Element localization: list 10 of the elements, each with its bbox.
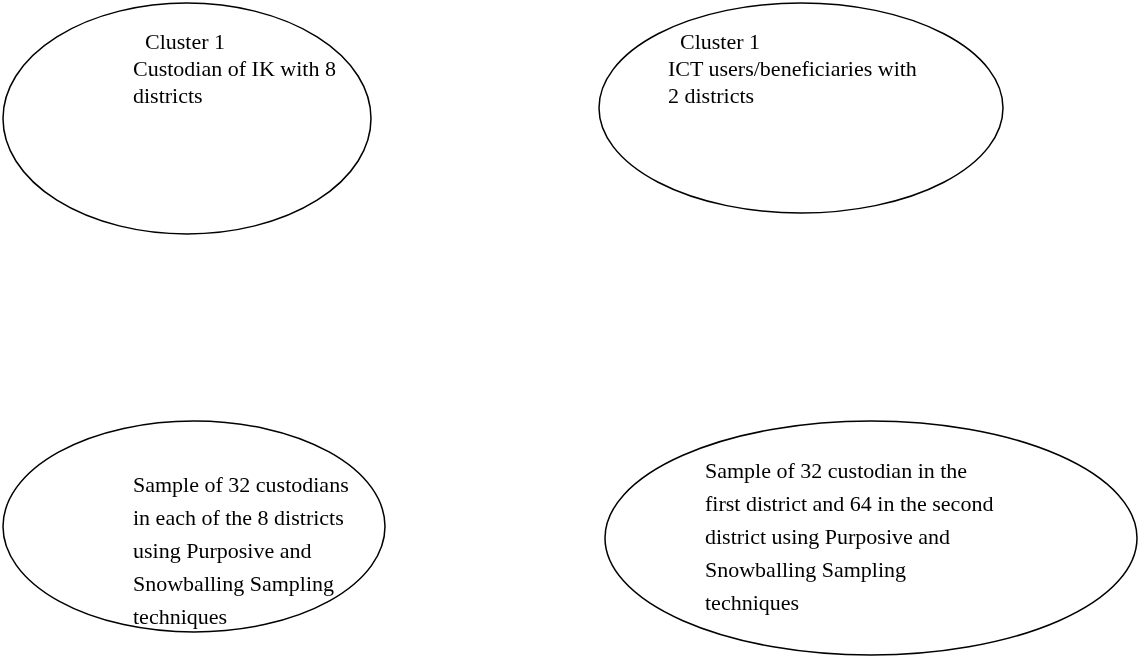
- ellipse-node: [604, 420, 1138, 656]
- ellipse-text: Sample of 32 custodians in each of the 8 districts using Purposive and Snowballing Sampling techniques: [133, 471, 350, 631]
- ellipse-heading: Cluster 1: [680, 28, 762, 55]
- ellipse-text: Custodian of IK with 8 districts: [133, 55, 337, 109]
- ellipse-text: ICT users/beneficiaries with 2 districts: [668, 55, 918, 109]
- ellipse-node: [2, 2, 372, 235]
- ellipse-heading: Cluster 1: [145, 28, 227, 55]
- ellipse-text: Sample of 32 custodian in the first district and 64 in the second district using Purposive and Snowballing Sampling techniques: [705, 457, 995, 617]
- ellipse-node: [598, 2, 1004, 214]
- ellipse-node: [2, 420, 386, 633]
